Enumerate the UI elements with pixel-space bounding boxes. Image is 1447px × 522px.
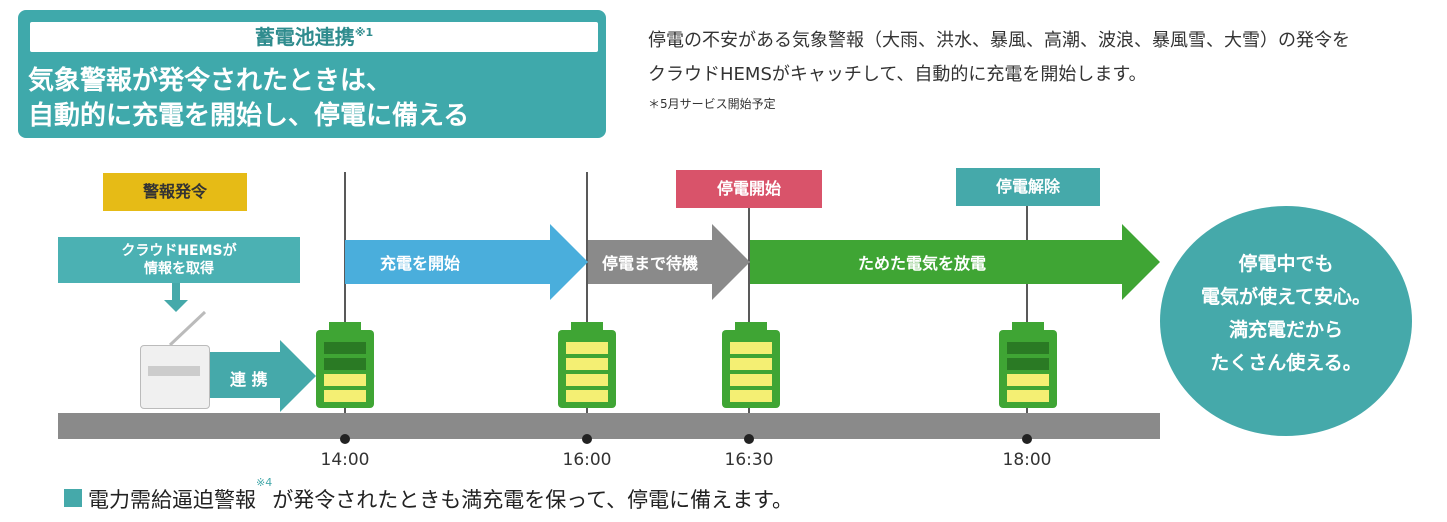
circle-line2: 電気が使えて安心。 [1200, 286, 1372, 308]
footer-text: 電力需給逼迫警報※4が発令されたときも満充電を保って、停電に備えます。 [88, 476, 794, 514]
header-tag-note: ※1 [354, 26, 374, 39]
discharge-arrow [750, 224, 1160, 300]
summary-circle-text: 停電中でも 電気が使えて安心。 満充電だから たくさん使える。 [1160, 248, 1412, 380]
wait-arrow-label: 停電まで待機 [602, 254, 699, 273]
footer-text-b: が発令されたときも満充電を保って、停電に備えます。 [272, 488, 794, 512]
summary-circle [1160, 206, 1412, 436]
link-arrow [210, 340, 316, 412]
description-line2: クラウドHEMSがキャッチして、自動的に充電を開始します。 [648, 64, 1147, 85]
description-line1: 停電の不安がある気象警報（大雨、洪水、暴風、高潮、波浪、暴風雪、大雪）の発令を [648, 30, 1350, 51]
circle-line3: 満充電だから [1228, 319, 1343, 341]
outage-end-label: 停電解除 [956, 168, 1100, 206]
header-tag: 蓄電池連携※1 [30, 22, 598, 52]
time-dot-1800 [1022, 434, 1032, 444]
time-label-1600: 16:00 [562, 450, 612, 470]
circle-line1: 停電中でも [1238, 253, 1334, 275]
time-dot-1400 [340, 434, 350, 444]
description-note: ＊5月サービス開始予定 [648, 97, 776, 111]
battery-1800 [999, 322, 1057, 408]
footer-text-a: 電力需給逼迫警報 [88, 488, 256, 512]
cloud-hems-line2: 情報を取得 [144, 261, 214, 277]
outage-start-label: 停電開始 [676, 170, 822, 208]
battery-1630 [722, 322, 780, 408]
footer-bullet [64, 489, 82, 507]
battery-1400 [316, 322, 374, 408]
wait-arrow [588, 224, 750, 300]
time-dot-1600 [582, 434, 592, 444]
header-title-line1: 気象警報が発令されたときは、 [28, 66, 393, 96]
cloud-hems-box: クラウドHEMSが 情報を取得 [58, 237, 300, 283]
device-antenna [168, 310, 207, 347]
time-label-1400: 14:00 [320, 450, 370, 470]
time-dot-1630 [744, 434, 754, 444]
link-arrow-label: 連 携 [230, 370, 268, 389]
circle-line4: たくさん使える。 [1210, 352, 1362, 374]
cloud-down-arrow [164, 283, 188, 312]
header-title-line2: 自動的に充電を開始し、停電に備える [28, 101, 470, 131]
time-label-1800: 18:00 [1002, 450, 1052, 470]
timeline-bar [58, 413, 1160, 439]
hems-device [140, 345, 210, 409]
header-tag-text: 蓄電池連携 [254, 25, 355, 49]
time-label-1630: 16:30 [724, 450, 774, 470]
discharge-arrow-label: ためた電気を放電 [858, 254, 987, 273]
footer-note: ※4 [256, 476, 273, 489]
cloud-hems-line1: クラウドHEMSが [121, 243, 237, 259]
charge-arrow [345, 224, 588, 300]
alert-label: 警報発令 [103, 173, 247, 211]
battery-1600 [558, 322, 616, 408]
hems-device-screen [148, 366, 200, 376]
charge-arrow-label: 充電を開始 [380, 254, 461, 273]
